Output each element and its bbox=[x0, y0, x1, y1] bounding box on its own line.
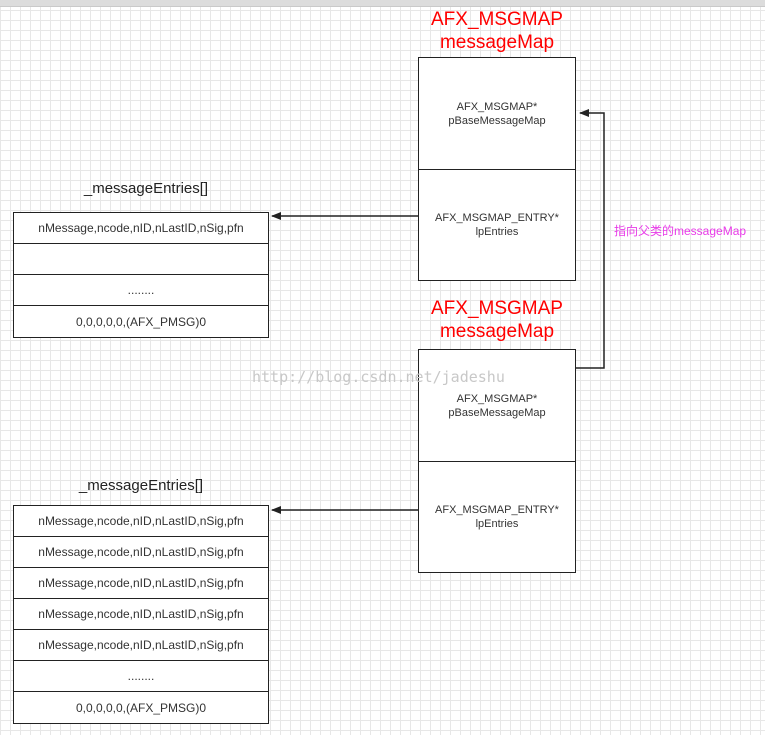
struct-bottom-title-name: messageMap bbox=[439, 321, 555, 342]
table-top-label: _messageEntries[] bbox=[83, 180, 209, 197]
struct-bottom-entry-type: AFX_MSGMAP_ENTRY* bbox=[435, 504, 559, 516]
struct-top-entry-type: AFX_MSGMAP_ENTRY* bbox=[435, 212, 559, 224]
table-top-entries: nMessage,ncode,nID,nLastID,nSig,pfn ....… bbox=[13, 212, 269, 338]
table-bottom-entries: nMessage,ncode,nID,nLastID,nSig,pfn nMes… bbox=[13, 505, 269, 724]
struct-bottom-base-field: AFX_MSGMAP* pBaseMessageMap bbox=[419, 350, 575, 462]
struct-top-base-name: pBaseMessageMap bbox=[448, 114, 546, 127]
struct-bottom-messagemap: AFX_MSGMAP* pBaseMessageMap AFX_MSGMAP_E… bbox=[418, 349, 576, 573]
table-row: nMessage,ncode,nID,nLastID,nSig,pfn bbox=[14, 630, 268, 661]
struct-top-messagemap: AFX_MSGMAP* pBaseMessageMap AFX_MSGMAP_E… bbox=[418, 57, 576, 281]
table-row: nMessage,ncode,nID,nLastID,nSig,pfn bbox=[14, 599, 268, 630]
watermark-text: http://blog.csdn.net/jadeshu bbox=[252, 368, 505, 386]
table-row: nMessage,ncode,nID,nLastID,nSig,pfn bbox=[14, 213, 268, 244]
struct-top-entries-field: AFX_MSGMAP_ENTRY* lpEntries bbox=[419, 170, 575, 280]
table-row: ........ bbox=[14, 275, 268, 306]
table-row bbox=[14, 244, 268, 275]
table-row: nMessage,ncode,nID,nLastID,nSig,pfn bbox=[14, 506, 268, 537]
table-row: nMessage,ncode,nID,nLastID,nSig,pfn bbox=[14, 568, 268, 599]
struct-top-title: AFX_MSGMAP messageMap bbox=[407, 8, 587, 54]
parent-link-note: 指向父类的messageMap bbox=[614, 224, 747, 238]
table-bottom-label: _messageEntries[] bbox=[78, 477, 204, 494]
struct-top-base-type: AFX_MSGMAP* bbox=[456, 100, 538, 113]
struct-bottom-title-type: AFX_MSGMAP bbox=[431, 298, 563, 319]
window-top-bar bbox=[0, 0, 765, 7]
struct-top-base-field: AFX_MSGMAP* pBaseMessageMap bbox=[419, 58, 575, 170]
table-row: 0,0,0,0,0,(AFX_PMSG)0 bbox=[75, 700, 207, 715]
struct-top-entry-name: lpEntries bbox=[475, 226, 519, 238]
arrow-parent-messagemap bbox=[576, 109, 605, 369]
struct-bottom-title: AFX_MSGMAP messageMap bbox=[407, 297, 587, 343]
struct-top-title-name: messageMap bbox=[439, 32, 555, 53]
table-row: 0,0,0,0,0,(AFX_PMSG)0 bbox=[75, 314, 207, 329]
struct-bottom-entry-name: lpEntries bbox=[475, 518, 519, 530]
table-row: ........ bbox=[14, 661, 268, 692]
struct-bottom-base-name: pBaseMessageMap bbox=[448, 406, 546, 419]
struct-bottom-base-type: AFX_MSGMAP* bbox=[456, 392, 538, 405]
struct-bottom-entries-field: AFX_MSGMAP_ENTRY* lpEntries bbox=[419, 462, 575, 572]
table-row: nMessage,ncode,nID,nLastID,nSig,pfn bbox=[14, 537, 268, 568]
struct-top-title-type: AFX_MSGMAP bbox=[431, 9, 563, 30]
